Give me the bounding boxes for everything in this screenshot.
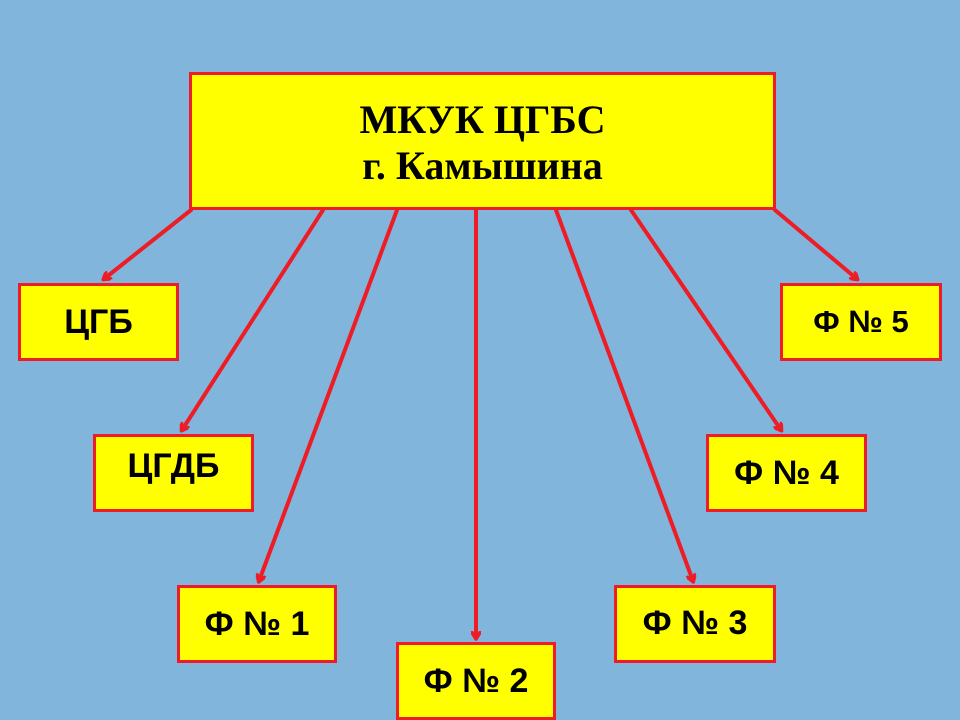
node-cgdb-label: ЦГДБ (127, 447, 220, 485)
node-f2: Ф № 2 (396, 642, 556, 720)
arrow-to-f5 (773, 208, 857, 279)
arrow-to-cgb (104, 208, 193, 279)
node-f1-label: Ф № 1 (204, 604, 310, 643)
root-subtitle: г. Камышина (362, 143, 603, 188)
node-cgb-label: ЦГБ (64, 302, 133, 341)
node-f2-label: Ф № 2 (423, 661, 529, 700)
node-cgb: ЦГБ (18, 283, 179, 361)
arrow-to-f4 (629, 208, 781, 430)
node-cgdb: ЦГДБ (93, 434, 254, 512)
root-title: МКУК ЦГБС (359, 97, 606, 142)
node-f4-label: Ф № 4 (734, 453, 839, 492)
node-f3: Ф № 3 (614, 585, 776, 663)
node-f4: Ф № 4 (706, 434, 867, 512)
arrow-to-cgdb (182, 208, 325, 430)
arrow-to-f1 (259, 208, 399, 581)
node-f3-label: Ф № 3 (642, 604, 748, 642)
arrow-to-f3 (554, 208, 693, 581)
node-f5-label: Ф № 5 (813, 304, 909, 339)
node-f1: Ф № 1 (177, 585, 337, 663)
node-f5: Ф № 5 (780, 283, 942, 361)
root-node: МКУК ЦГБС г. Камышина (189, 72, 776, 210)
